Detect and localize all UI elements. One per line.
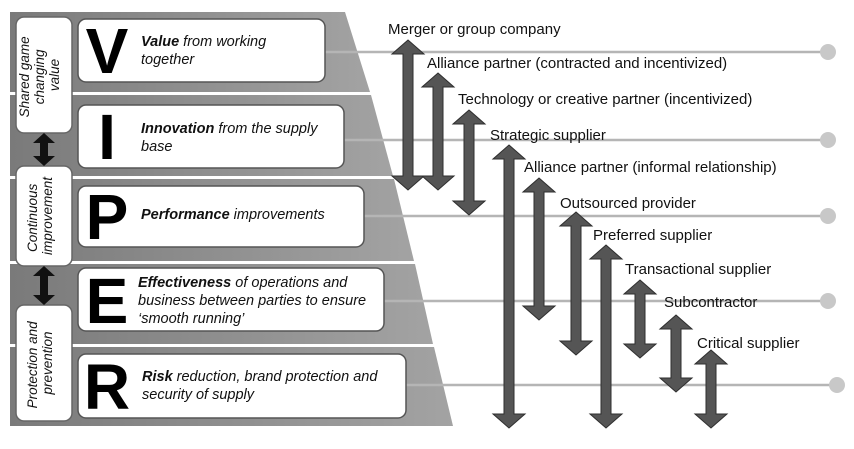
arrow-transactional-supplier <box>622 279 658 359</box>
level-rest-p: improvements <box>229 207 325 223</box>
level-bold-r: Risk <box>142 369 173 385</box>
letter-box-p <box>77 185 365 248</box>
label-subcontractor: Subcontractor <box>664 294 757 311</box>
arrow-alliance-informal <box>521 177 557 321</box>
level-dot-i <box>820 132 836 148</box>
letter-boxes: V I P E R <box>77 15 407 423</box>
level-bold-i: Innovation <box>141 121 215 137</box>
label-critical-supplier: Critical supplier <box>697 335 800 352</box>
level-rest-i: from the supply base <box>141 121 318 155</box>
level-rest-v: from working together <box>141 34 267 68</box>
level-rest-r: reduction, brand protection and security… <box>142 369 378 403</box>
side-connector-top <box>33 133 55 166</box>
arrow-critical-supplier <box>693 349 729 429</box>
letter-e: E <box>86 265 129 337</box>
label-transactional-supplier: Transactional supplier <box>625 261 771 278</box>
level-dot-e <box>820 293 836 309</box>
letter-i: I <box>98 101 116 173</box>
label-merger: Merger or group company <box>388 21 561 38</box>
level-bold-v: Value <box>141 34 180 50</box>
label-outsourced-provider: Outsourced provider <box>560 195 696 212</box>
side-label-continuous-2: improvement <box>40 176 55 255</box>
arrow-merger <box>390 39 426 191</box>
level-bold-p: Performance <box>141 207 230 223</box>
side-label-shared-1: Shared game <box>17 36 32 117</box>
level-dot-r <box>829 377 845 393</box>
level-text-e: Effectiveness of operations and business… <box>138 274 380 328</box>
side-label-protection-2: prevention <box>40 331 55 395</box>
arrow-subcontractor <box>658 314 694 393</box>
side-label-shared-3: value <box>47 59 62 91</box>
letter-r: R <box>84 351 130 423</box>
level-text-r: Risk reduction, brand protection and sec… <box>142 368 400 404</box>
side-label-shared-2: changing <box>32 49 47 104</box>
arrow-outsourced-provider <box>558 211 594 356</box>
svg-text:Protection and preventio: Protection and prevention <box>25 318 55 409</box>
level-dot-v <box>820 44 836 60</box>
side-label-continuous-1: Continuous <box>25 183 40 252</box>
letter-p: P <box>86 181 129 253</box>
svg-text:Shared game changing: Shared game changing value <box>17 33 62 118</box>
level-text-i: Innovation from the supply base <box>141 120 336 156</box>
level-text-p: Performance improvements <box>141 206 361 224</box>
letter-box-r <box>77 353 407 419</box>
letter-v: V <box>86 15 129 87</box>
arrow-strategic-supplier <box>491 144 527 429</box>
level-text-v: Value from working together <box>141 33 321 69</box>
relationship-arrows <box>390 39 729 429</box>
letter-box-e <box>77 267 385 332</box>
side-label-protection-1: Protection and <box>25 321 40 409</box>
label-technology-partner: Technology or creative partner (incentiv… <box>458 91 752 108</box>
relationship-labels: Merger or group company Alliance partner… <box>388 21 800 352</box>
label-preferred-supplier: Preferred supplier <box>593 227 712 244</box>
side-connector-bottom <box>33 266 55 305</box>
arrow-preferred-supplier <box>588 244 624 429</box>
letter-box-i <box>77 104 345 169</box>
letter-box-v <box>77 18 326 83</box>
side-groups: Shared game changing value Continuous im… <box>15 16 73 422</box>
label-alliance-informal: Alliance partner (informal relationship) <box>524 159 777 176</box>
level-bold-e: Effectiveness <box>138 275 232 291</box>
label-strategic-supplier: Strategic supplier <box>490 127 606 144</box>
level-dot-p <box>820 208 836 224</box>
label-alliance-contracted: Alliance partner (contracted and incenti… <box>427 55 727 72</box>
svg-text:Continuous improvement: Continuous improvement <box>25 176 55 255</box>
level-rest-e: of operations and business between parti… <box>138 275 367 327</box>
arrow-alliance-contracted <box>420 72 456 191</box>
arrow-technology-partner <box>451 109 487 216</box>
